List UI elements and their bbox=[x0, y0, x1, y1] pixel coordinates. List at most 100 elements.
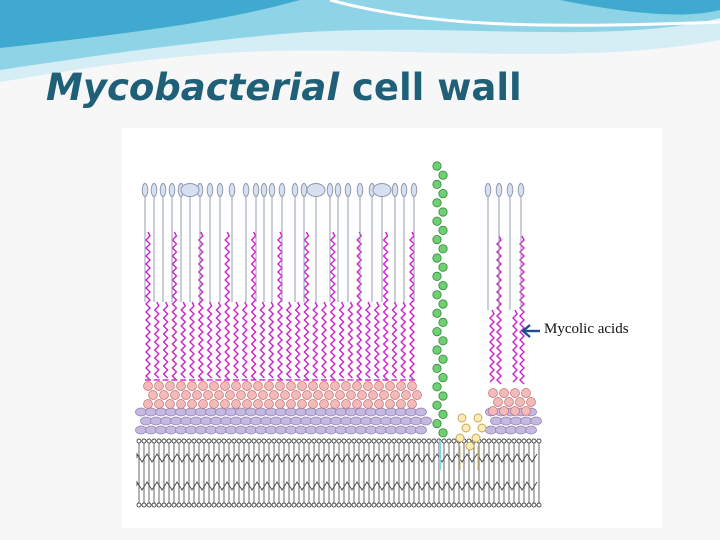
membrane-head-bottom bbox=[156, 502, 162, 508]
peptidoglycan-bead bbox=[400, 416, 412, 426]
membrane-head-bottom bbox=[211, 502, 217, 508]
peptidoglycan-bead bbox=[245, 425, 257, 435]
peptidoglycan-bead bbox=[360, 416, 372, 426]
peptidoglycan-bead bbox=[260, 416, 272, 426]
membrane-head-top bbox=[486, 438, 492, 444]
arabinan-bead bbox=[438, 280, 448, 291]
wave-highlight bbox=[329, 0, 720, 27]
peptidoglycan-bead bbox=[355, 425, 367, 435]
outer-lipid-head bbox=[506, 183, 514, 197]
membrane-head-bottom bbox=[176, 502, 182, 508]
arabinogalactan-bead bbox=[521, 388, 531, 398]
membrane-head-top bbox=[386, 438, 392, 444]
lipomannan-bead bbox=[457, 413, 467, 423]
glycolipid-head bbox=[180, 183, 200, 197]
peptidoglycan-bead bbox=[390, 416, 402, 426]
membrane-head-top bbox=[311, 438, 317, 444]
membrane-head-top bbox=[211, 438, 217, 444]
header-wave-decoration bbox=[0, 0, 720, 82]
arabinan-bead bbox=[438, 428, 448, 438]
peptidoglycan-bead bbox=[305, 425, 317, 435]
peptidoglycan-bead bbox=[515, 425, 527, 435]
arabinan-bead bbox=[438, 372, 448, 383]
peptidoglycan-bead bbox=[185, 425, 197, 435]
membrane-head-top bbox=[286, 438, 292, 444]
membrane-head-top bbox=[401, 438, 407, 444]
peptidoglycan-bead bbox=[155, 407, 167, 417]
membrane-head-top bbox=[421, 438, 427, 444]
arabinogalactan-bead bbox=[176, 399, 186, 409]
mycolic-acid-chain bbox=[189, 301, 195, 379]
membrane-head-bottom bbox=[326, 502, 332, 508]
membrane-head-top bbox=[261, 438, 267, 444]
arabinan-bead bbox=[432, 326, 442, 337]
membrane-head-top bbox=[221, 438, 227, 444]
arabinogalactan-bead bbox=[220, 381, 230, 391]
outer-lipid-head bbox=[278, 183, 286, 197]
peptidoglycan-bead bbox=[385, 425, 397, 435]
outer-lipid-head bbox=[517, 183, 525, 197]
mycolic-acid-chain bbox=[321, 301, 327, 379]
peptidoglycan-bead bbox=[215, 407, 227, 417]
peptidoglycan-bead bbox=[315, 425, 327, 435]
peptidoglycan-bead bbox=[295, 425, 307, 435]
peptidoglycan-bead bbox=[370, 416, 382, 426]
membrane-head-top bbox=[491, 438, 497, 444]
arabinan-bead bbox=[432, 179, 442, 189]
membrane-head-top bbox=[231, 438, 237, 444]
peptidoglycan-bead bbox=[530, 416, 542, 426]
peptidoglycan-bead bbox=[295, 407, 307, 417]
peptidoglycan-bead bbox=[175, 425, 187, 435]
membrane-head-top bbox=[226, 438, 232, 444]
mycolic-acid-chain bbox=[409, 231, 415, 381]
membrane-head-bottom bbox=[261, 502, 267, 508]
arabinogalactan-bead bbox=[170, 390, 180, 400]
peptidoglycan-bead bbox=[520, 416, 532, 426]
arabinogalactan-bead bbox=[242, 399, 252, 409]
peptidoglycan-bead bbox=[405, 407, 417, 417]
arabinan-bead bbox=[432, 400, 442, 410]
arabinogalactan-bead bbox=[209, 381, 219, 391]
membrane-head-bottom bbox=[421, 502, 427, 508]
peptidoglycan-bead bbox=[265, 407, 277, 417]
membrane-head-bottom bbox=[536, 502, 542, 508]
membrane-head-bottom bbox=[271, 502, 277, 508]
membrane-head-bottom bbox=[291, 502, 297, 508]
membrane-head-bottom bbox=[201, 502, 207, 508]
membrane-head-top bbox=[151, 438, 157, 444]
arabinogalactan-bead bbox=[357, 390, 367, 400]
outer-lipid-layer bbox=[141, 183, 525, 310]
outer-lipid-head bbox=[326, 183, 334, 197]
membrane-head-top bbox=[361, 438, 367, 444]
peptidoglycan-bead bbox=[230, 416, 242, 426]
membrane-head-top bbox=[171, 438, 177, 444]
peptidoglycan-bead bbox=[195, 407, 207, 417]
peptidoglycan-bead bbox=[375, 425, 387, 435]
peptidoglycan-bead bbox=[275, 407, 287, 417]
mycolic-acid-chain bbox=[512, 309, 518, 383]
membrane-head-bottom bbox=[296, 502, 302, 508]
membrane-head-bottom bbox=[161, 502, 167, 508]
membrane-head-bottom bbox=[531, 502, 537, 508]
arabinogalactan-bead bbox=[231, 399, 241, 409]
mycolic-acid-chain bbox=[391, 301, 398, 379]
membrane-head-top bbox=[506, 438, 512, 444]
membrane-head-bottom bbox=[461, 502, 467, 508]
arabinogalactan-bead bbox=[335, 390, 345, 400]
arabinogalactan-bead bbox=[407, 381, 417, 391]
mycolic-acid-chain bbox=[285, 301, 292, 379]
arabinogalactan-bead bbox=[231, 381, 241, 391]
peptidoglycan-bead bbox=[395, 425, 407, 435]
slide-title: Mycobacterial cell wall bbox=[46, 67, 522, 109]
membrane-head-bottom bbox=[501, 502, 507, 508]
arabinan-bead bbox=[432, 235, 442, 245]
peptidoglycan-bead bbox=[385, 407, 397, 417]
peptidoglycan-bead bbox=[190, 416, 202, 426]
arabinogalactan-bead bbox=[308, 381, 318, 391]
arabinogalactan-bead bbox=[396, 381, 406, 391]
mycolic-acid-chain bbox=[277, 231, 283, 381]
membrane-head-top bbox=[516, 438, 522, 444]
arabinan-bead bbox=[438, 244, 448, 254]
membrane-head-top bbox=[321, 438, 327, 444]
